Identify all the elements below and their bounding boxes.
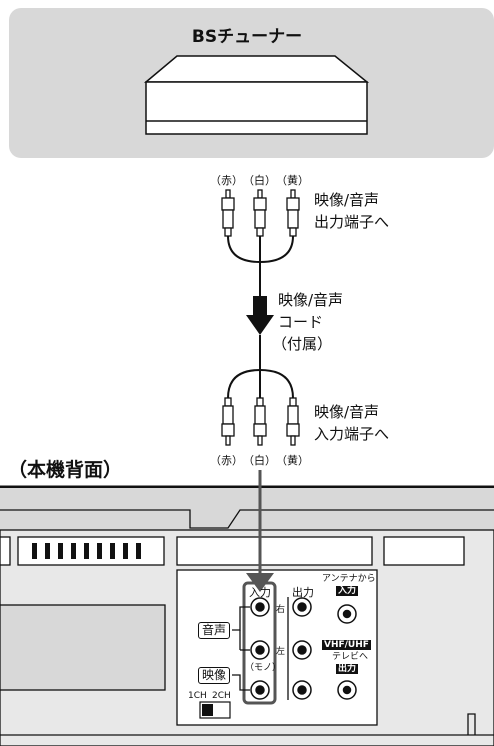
vents: [32, 543, 141, 559]
red-label-top: （赤）: [210, 174, 243, 187]
upper-plugs: [221, 189, 300, 237]
output-label-line2: 出力端子へ: [314, 213, 390, 231]
panel-audio-label: 音声: [198, 622, 231, 639]
yellow-label-top: （黄）: [276, 174, 309, 187]
panel-output-label: 出力: [292, 586, 314, 599]
rear-title: （本機背面）: [8, 459, 123, 481]
rear-device: [0, 485, 494, 746]
panel-input-label: 入力: [249, 586, 271, 599]
output-label-line1: 映像/音声: [314, 191, 380, 209]
panel-right-label: 右: [276, 605, 286, 615]
white-label-bottom: （白）: [243, 454, 276, 467]
panel-antenna-from: アンテナから: [322, 574, 376, 584]
panel-to-tv: テレビへ: [332, 652, 369, 662]
panel-mono-label: （モノ）: [245, 663, 282, 673]
input-highlight: [242, 581, 277, 705]
cord-label-line2: コード: [278, 313, 324, 331]
panel-antenna-out: 出力: [336, 664, 359, 674]
cord-label-line3: （付属）: [272, 335, 333, 353]
yellow-label-bottom: （黄）: [276, 454, 309, 467]
input-label-line2: 入力端子へ: [314, 425, 390, 443]
red-label-bottom: （赤）: [210, 454, 243, 467]
panel-video-label: 映像: [198, 667, 231, 684]
jacks: [250, 597, 357, 700]
tuner-device: [143, 55, 370, 135]
upper-cable: [227, 235, 294, 300]
cord-label-line1: 映像/音声: [278, 291, 344, 309]
ch-switch-knob: [202, 704, 213, 716]
white-label-top: （白）: [243, 174, 276, 187]
lower-plugs: [221, 397, 300, 446]
switch-2ch-label: 2CH: [212, 691, 231, 701]
panel-vhf-uhf: VHF/UHF: [322, 640, 371, 650]
switch-1ch-label: 1CH: [188, 691, 207, 701]
tuner-title: BSチューナー: [191, 27, 303, 47]
panel-left-label: 左: [276, 647, 286, 657]
panel-antenna-in: 入力: [336, 586, 359, 596]
lower-cable: [227, 335, 294, 399]
down-arrow: [246, 296, 274, 335]
bracket-lines: [232, 597, 289, 700]
input-label-line1: 映像/音声: [314, 403, 380, 421]
